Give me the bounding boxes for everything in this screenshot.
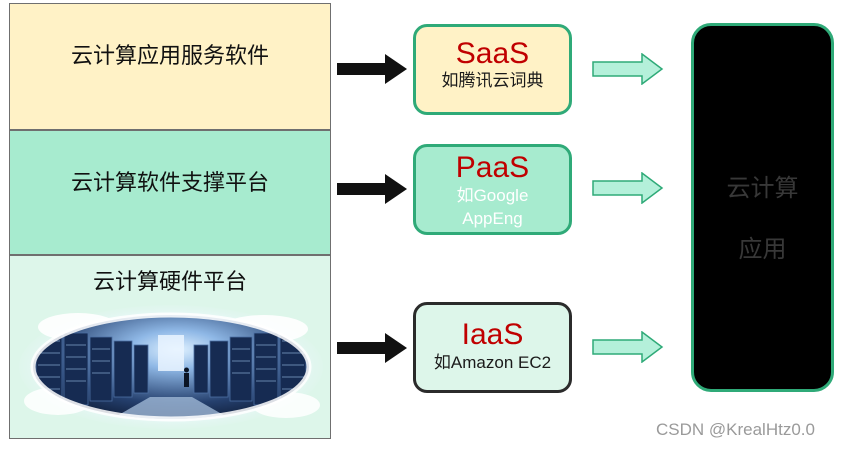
layer-saas-title: 云计算应用服务软件 (70, 44, 269, 69)
iaas-name: IaaS (461, 318, 524, 351)
saas-name: SaaS (455, 37, 530, 70)
saas-box: SaaS 如腾讯云词典 (413, 24, 572, 115)
arrow-right-icon (592, 53, 664, 85)
iaas-example: 如Amazon EC2 (433, 353, 552, 372)
arrow-right-icon (592, 331, 664, 363)
paas-example-line1: 如Google (456, 186, 529, 205)
layer-saas: 云计算应用服务软件 (9, 3, 331, 130)
paas-name: PaaS (455, 151, 530, 184)
app-title-line1: 云计算 (726, 174, 799, 202)
paas-box: PaaS 如Google AppEng (413, 144, 572, 235)
iaas-box: IaaS 如Amazon EC2 (413, 302, 572, 393)
arrow-right-icon (592, 172, 664, 204)
watermark: CSDN @KrealHtz0.0 (656, 420, 815, 439)
arrow-right-icon (337, 333, 407, 363)
layer-iaas: 云计算硬件平台 (9, 255, 331, 439)
layer-iaas-title: 云计算硬件平台 (92, 270, 247, 295)
layer-paas: 云计算软件支撑平台 (9, 130, 331, 255)
saas-example: 如腾讯云词典 (441, 71, 544, 91)
cloud-application-box: 云计算 应用 (691, 23, 834, 392)
arrow-right-icon (337, 54, 407, 84)
arrow-right-icon (337, 174, 407, 204)
datacenter-image (19, 305, 323, 429)
paas-example-line2: AppEng (462, 209, 523, 228)
app-title-line2: 应用 (738, 235, 787, 263)
layer-paas-title: 云计算软件支撑平台 (70, 171, 269, 196)
